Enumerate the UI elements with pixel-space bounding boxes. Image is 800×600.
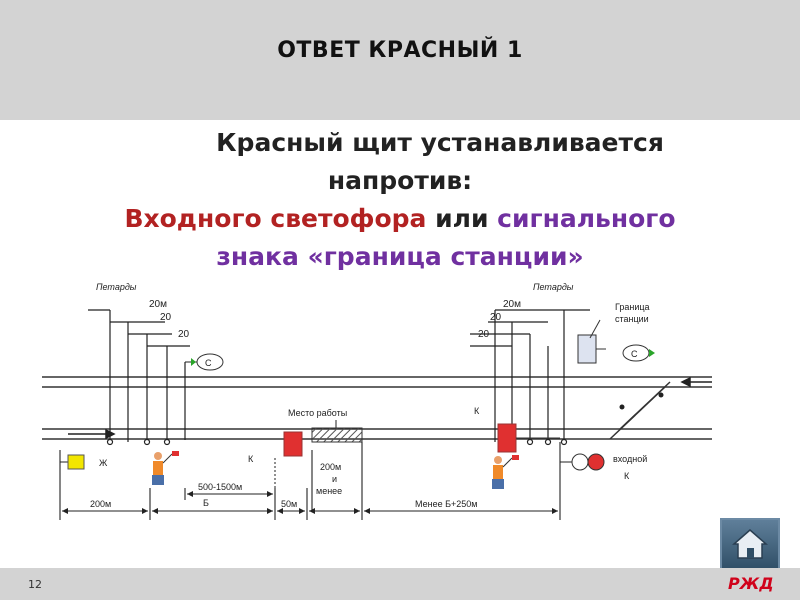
granica-label: Граница [615, 302, 650, 312]
rzd-logo: РЖД [728, 574, 774, 593]
station-border-sign [577, 319, 606, 364]
switch-line-2 [619, 381, 671, 430]
worker-right [492, 455, 519, 489]
dimension-lines [59, 442, 561, 520]
title-bar: ОТВЕТ КРАСНЫЙ 1 [0, 0, 800, 120]
k-right-bottom-label: К [624, 471, 630, 481]
b-left-label: Б [203, 498, 209, 508]
red-shield-right [497, 423, 517, 453]
statement-line-1: Красный щит устанавливается [216, 128, 664, 157]
menee-label: менее [316, 486, 342, 496]
stancii-label: станции [615, 314, 649, 324]
dimension-arrowheads [62, 491, 558, 514]
d20-left-a-label: 20 [160, 312, 172, 323]
petards-left [88, 309, 190, 446]
red-shield-left [283, 431, 303, 457]
slide-title: ОТВЕТ КРАСНЫЙ 1 [277, 38, 523, 63]
statement-line-2: напротив: [327, 166, 473, 195]
page-number: 12 [28, 578, 42, 591]
d20-right-b-label: 20 [478, 329, 490, 340]
statement-line-3: Входного светофора или сигнального [0, 200, 800, 238]
k-right-top-label: К [474, 406, 480, 416]
d20-right-a-label: 20 [490, 312, 502, 323]
arrow-left-track [68, 428, 116, 440]
sign-c-left-label: С [205, 358, 212, 368]
dot-2 [658, 392, 664, 398]
yellow-shield [67, 454, 85, 470]
zh-label: Ж [99, 458, 108, 468]
work-site-zone [311, 427, 363, 443]
d200m-block-label: 200м [320, 462, 341, 472]
petards-right [470, 309, 590, 446]
k-left-label: К [248, 454, 254, 464]
worker-left [152, 451, 179, 485]
home-icon [732, 529, 768, 559]
or-text: или [426, 204, 498, 233]
mesto-raboty-label: Место работы [288, 408, 347, 418]
arrow-right-track [680, 376, 712, 388]
vhodnoy-label: входной [613, 454, 647, 464]
station-border-text: знака «граница станции» [216, 242, 584, 271]
sign-c-right [622, 344, 655, 362]
petardy-right-label: Петарды [533, 282, 574, 292]
footer-bar: 12 [0, 568, 800, 600]
d200m-bottom-label: 200м [90, 499, 111, 509]
d20m-right-label: 20м [503, 299, 521, 310]
railway-diagram: Петарды 20м 20 20 С Петарды 20м 20 20 Гр… [42, 282, 712, 520]
tracks [42, 376, 712, 440]
i-label: и [332, 474, 337, 484]
menee-b250-label: Менее Б+250м [415, 499, 477, 509]
entry-signal [560, 453, 605, 471]
dot-1 [619, 404, 625, 410]
petardy-left-label: Петарды [96, 282, 137, 292]
d20-left-b-label: 20 [178, 329, 190, 340]
sign-c-left [185, 353, 224, 371]
entry-signal-text: Входного светофора [124, 204, 427, 233]
d50m-label: 50м [281, 499, 297, 509]
signal-text: сигнального [497, 204, 676, 233]
sign-c-right-label: С [631, 349, 638, 359]
d20m-left-label: 20м [149, 299, 167, 310]
statement-text: Красный щит устанавливается напротив: Вх… [0, 124, 800, 276]
home-button[interactable] [720, 518, 780, 572]
d500-label: 500-1500м [198, 482, 242, 492]
